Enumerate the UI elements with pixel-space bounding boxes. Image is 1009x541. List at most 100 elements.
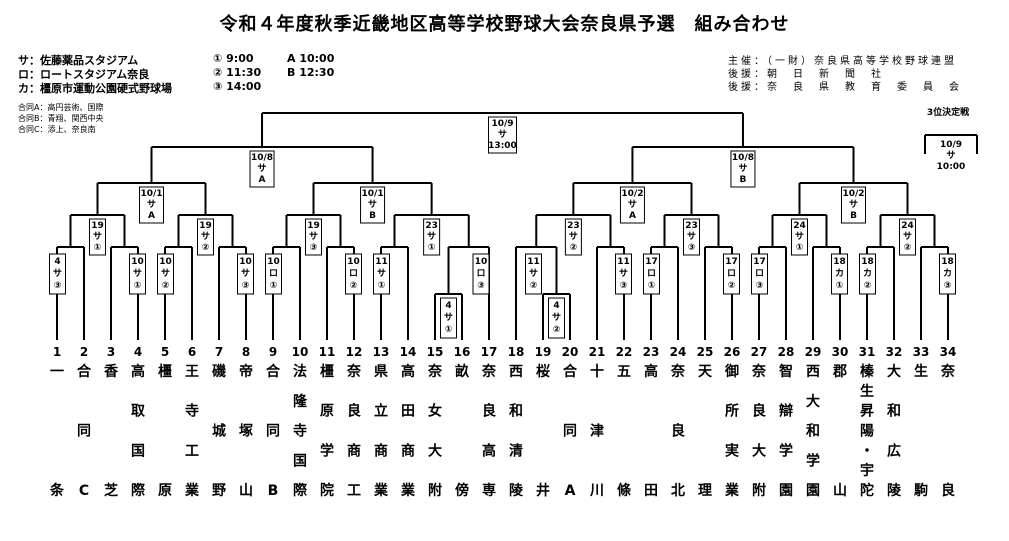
team-number: 13 (373, 345, 390, 359)
team-number: 18 (508, 345, 525, 359)
combined-team-note-a: 合同A：高円芸術、国際 (18, 103, 104, 112)
team-name-char: 良 (482, 403, 496, 420)
team-number: 4 (134, 345, 142, 359)
team-number: 19 (535, 345, 552, 359)
match-box (265, 253, 282, 295)
team-name-char: 園 (779, 483, 793, 499)
team-number: 23 (643, 345, 660, 359)
combined-team-note-b: 合同B：青翔、関西中央 (18, 114, 104, 123)
team-name-char: 高 (644, 363, 658, 380)
team-name-char: 園 (806, 483, 820, 499)
team-name-char: 業 (184, 482, 200, 499)
team-name-char: 高 (401, 363, 415, 380)
team-name-char: 際 (131, 482, 146, 499)
team-name-char: 城 (212, 423, 226, 440)
team-number: 8 (242, 345, 250, 359)
team-number: 3 (107, 345, 115, 359)
team-number: 34 (940, 345, 957, 359)
team-name-char: 同 (266, 424, 280, 440)
venue-legend-ka: カ：橿原市運動公園硬式野球場 (18, 82, 172, 95)
team-name-char: 野 (212, 483, 226, 499)
team-number: 6 (188, 345, 196, 359)
team-name-char: 香 (103, 363, 119, 380)
venue-legend-sa: サ：佐藤薬品スタジアム (18, 54, 139, 67)
team-name-char: 十 (590, 363, 604, 380)
match-box (939, 253, 956, 295)
team-number: 12 (346, 345, 363, 359)
team-name-char: 一 (50, 364, 64, 380)
team-name-char: 専 (482, 482, 496, 499)
team-name-char: 陀 (860, 482, 874, 499)
match-box (791, 218, 808, 256)
page-title: 令和４年度秋季近畿地区高等学校野球大会奈良県予選 組み合わせ (219, 14, 790, 35)
team-name-char: 法 (293, 363, 307, 380)
team-name-char: 良 (347, 403, 361, 420)
team-name-char: 工 (185, 443, 199, 459)
team-name-char: 理 (698, 483, 712, 499)
team-name-char: 県 (374, 364, 388, 380)
team-name-char: 良 (941, 482, 955, 499)
team-number: 15 (427, 345, 444, 359)
team-name-char: 生 (860, 383, 874, 400)
team-name-char: 大 (428, 442, 442, 459)
time-slot-b: B 12:30 (287, 66, 335, 79)
team-name-char: 和 (509, 404, 523, 420)
team-name-char: 大 (806, 393, 820, 410)
venue-legend-ro: ロ：ロートスタジアム奈良 (18, 68, 150, 81)
match-box (305, 218, 322, 256)
team-name-char: 芝 (104, 482, 118, 499)
team-name-char: 生 (914, 363, 928, 380)
team-number: 29 (805, 345, 822, 359)
team-name-char: 陽 (860, 423, 874, 440)
team-name-char: 桜 (536, 363, 550, 380)
team-name-char: 陵 (887, 482, 902, 499)
team-name-char: 大 (752, 442, 766, 459)
team-name-char: 田 (401, 404, 415, 420)
team-name-char: 商 (401, 442, 415, 459)
team-name-char: 和 (806, 424, 820, 440)
team-name-char: 国 (131, 443, 145, 459)
team-name-char: 学 (806, 452, 820, 469)
team-number: 16 (454, 345, 471, 359)
team-name-char: ・ (860, 443, 874, 459)
team-name-char: A (565, 483, 576, 499)
team-name-char: 西 (509, 364, 523, 380)
team-name-char: 磯 (212, 363, 226, 380)
team-name-char: 良 (752, 403, 766, 420)
match-box (249, 150, 275, 188)
match-box (548, 297, 565, 339)
team-number: 25 (697, 345, 714, 359)
match-box (899, 218, 916, 256)
match-box (157, 253, 174, 295)
match-box (237, 253, 254, 295)
team-name-char: 奈 (346, 363, 362, 380)
team-name-char: 条 (49, 482, 65, 499)
team-name-char: 昇 (860, 404, 874, 420)
team-name-char: 辯 (779, 403, 793, 420)
match-box (423, 218, 441, 256)
match-box (472, 253, 490, 295)
team-name-char: 五 (617, 364, 631, 380)
team-name-char: 榛 (860, 363, 875, 380)
team-name-char: 王 (185, 364, 199, 380)
team-name-char: 女 (428, 403, 442, 420)
team-name-char: 山 (833, 483, 847, 499)
team-name-char: 同 (77, 424, 91, 440)
team-name-char: 原 (320, 404, 334, 420)
team-number: 27 (751, 345, 768, 359)
